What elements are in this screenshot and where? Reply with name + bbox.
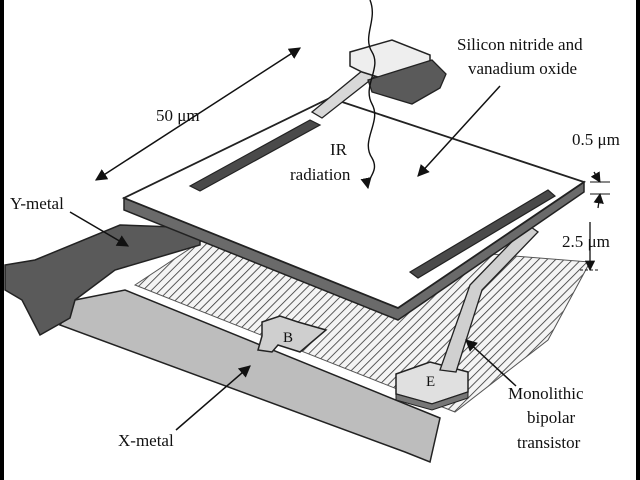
top-contact-base <box>367 59 447 105</box>
monolithic-label-line2: bipolar <box>527 408 575 427</box>
ir-radiation-wave <box>360 0 376 190</box>
dim-50-label: 50 μm <box>156 106 200 125</box>
base-label: B <box>283 330 293 346</box>
dim-05-line-top <box>590 171 601 183</box>
dim-05-line-bottom <box>593 192 604 209</box>
silicon-label-line2: vanadium oxide <box>468 59 577 78</box>
x-metal-pointer <box>175 365 251 431</box>
dim-05-label: 0.5 μm <box>572 130 620 149</box>
emitter-leg <box>439 224 539 373</box>
y-metal-label: Y-metal <box>10 194 64 213</box>
x-metal-label: X-metal <box>118 431 174 450</box>
dim-50-arrow <box>94 47 302 181</box>
emitter-label: E <box>426 374 435 390</box>
ir-label-line2: radiation <box>290 165 351 184</box>
base-pad <box>257 315 328 353</box>
emitter-pad-side <box>395 391 469 411</box>
silicon-pointer <box>417 85 501 177</box>
monolithic-pointer <box>465 339 517 387</box>
ir-label-line1: IR <box>330 140 348 159</box>
silicon-label-line1: Silicon nitride and <box>457 35 583 54</box>
dim-25-label: 2.5 μm <box>562 232 610 251</box>
y-metal-strip <box>4 224 201 337</box>
membrane-slot-right <box>408 189 557 279</box>
y-metal-pointer <box>69 211 130 247</box>
monolithic-label-line3: transistor <box>517 433 581 452</box>
monolithic-label-line1: Monolithic <box>508 384 584 403</box>
